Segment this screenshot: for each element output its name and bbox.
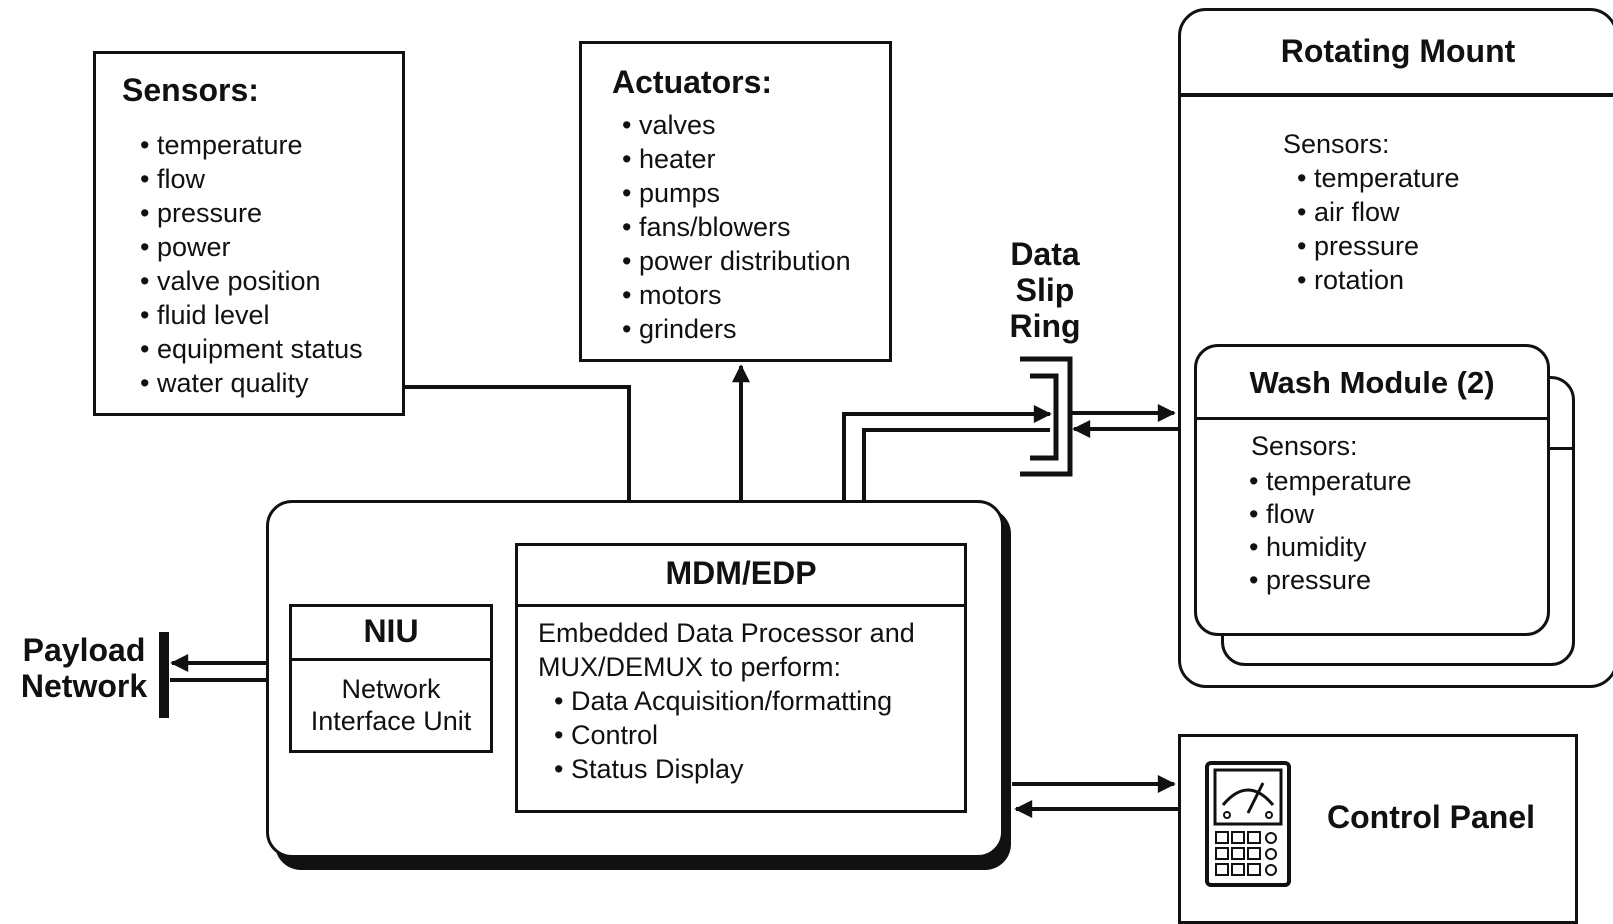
niu-box: NIU Network Interface Unit — [289, 604, 493, 753]
payload-network-label-line: Network — [20, 668, 148, 704]
sensors-title: Sensors: — [122, 72, 259, 108]
list-item: temperature — [1249, 465, 1412, 498]
slip-ring-label: Data Slip Ring — [990, 236, 1100, 344]
list-item: heater — [622, 142, 851, 176]
rotating-mount-divider — [1181, 93, 1613, 97]
list-item: fans/blowers — [622, 210, 851, 244]
list-item: equipment status — [140, 332, 363, 366]
list-item: water quality — [140, 366, 363, 400]
sensors-list: temperature flow pressure power valve po… — [140, 128, 363, 400]
mdm-divider — [518, 604, 964, 607]
control-panel-device-icon — [1205, 761, 1291, 887]
list-item: pressure — [140, 196, 363, 230]
list-item: grinders — [622, 312, 851, 346]
list-item: temperature — [140, 128, 363, 162]
list-item: pressure — [1249, 564, 1412, 597]
wash-module-divider — [1197, 417, 1547, 420]
list-item: Status Display — [554, 752, 892, 786]
sensors-box: Sensors: temperature flow pressure power… — [93, 51, 405, 416]
list-item: Data Acquisition/formatting — [554, 684, 892, 718]
list-item: air flow — [1297, 195, 1460, 229]
payload-network-label: Payload Network — [14, 632, 154, 704]
list-item: valve position — [140, 264, 363, 298]
slip-ring-label-line: Slip — [1015, 272, 1075, 308]
mdm-description-line: Embedded Data Processor and — [538, 618, 915, 648]
list-item: rotation — [1297, 263, 1460, 297]
wash-module-back-divider — [1542, 447, 1572, 450]
list-item: Control — [554, 718, 892, 752]
control-panel-title: Control Panel — [1327, 799, 1536, 835]
slip-ring-label-line: Data — [1010, 236, 1080, 272]
list-item: valves — [622, 108, 851, 142]
slip-ring-label-line: Ring — [1009, 308, 1081, 344]
control-panel-box: Control Panel — [1178, 734, 1578, 924]
wash-module-sensors-list: temperature flow humidity pressure — [1249, 465, 1412, 597]
rotating-mount-title: Rotating Mount — [1280, 33, 1516, 69]
list-item: fluid level — [140, 298, 363, 332]
rotating-mount-sensors-label: Sensors: — [1283, 129, 1390, 159]
niu-description: Network Interface Unit — [292, 673, 490, 737]
payload-network-label-line: Payload — [22, 632, 146, 668]
mdm-title: MDM/EDP — [665, 555, 817, 591]
actuators-title: Actuators: — [612, 64, 773, 100]
actuators-list: valves heater pumps fans/blowers power d… — [622, 108, 851, 346]
slip-ring-symbol — [1020, 356, 1073, 477]
list-item: power distribution — [622, 244, 851, 278]
list-item: humidity — [1249, 531, 1412, 564]
list-item: pumps — [622, 176, 851, 210]
list-item: pressure — [1297, 229, 1460, 263]
list-item: motors — [622, 278, 851, 312]
niu-description-line: Network — [341, 674, 441, 704]
wash-module-sensors-label: Sensors: — [1251, 431, 1358, 461]
niu-description-line: Interface Unit — [310, 706, 472, 736]
wash-module-box: Wash Module (2) Sensors: temperature flo… — [1194, 344, 1550, 636]
actuators-box: Actuators: valves heater pumps fans/blow… — [579, 41, 892, 362]
mdm-box: MDM/EDP Embedded Data Processor and MUX/… — [515, 543, 967, 813]
rotating-mount-sensors-list: temperature air flow pressure rotation — [1297, 161, 1460, 297]
list-item: power — [140, 230, 363, 264]
niu-divider — [292, 658, 490, 661]
mdm-description-line: MUX/DEMUX to perform: — [538, 652, 842, 682]
wash-module-title: Wash Module (2) — [1249, 365, 1495, 400]
mdm-task-list: Data Acquisition/formatting Control Stat… — [554, 684, 892, 786]
niu-title: NIU — [363, 613, 419, 649]
list-item: temperature — [1297, 161, 1460, 195]
mdm-description: Embedded Data Processor and MUX/DEMUX to… — [538, 616, 915, 684]
list-item: flow — [140, 162, 363, 196]
list-item: flow — [1249, 498, 1412, 531]
